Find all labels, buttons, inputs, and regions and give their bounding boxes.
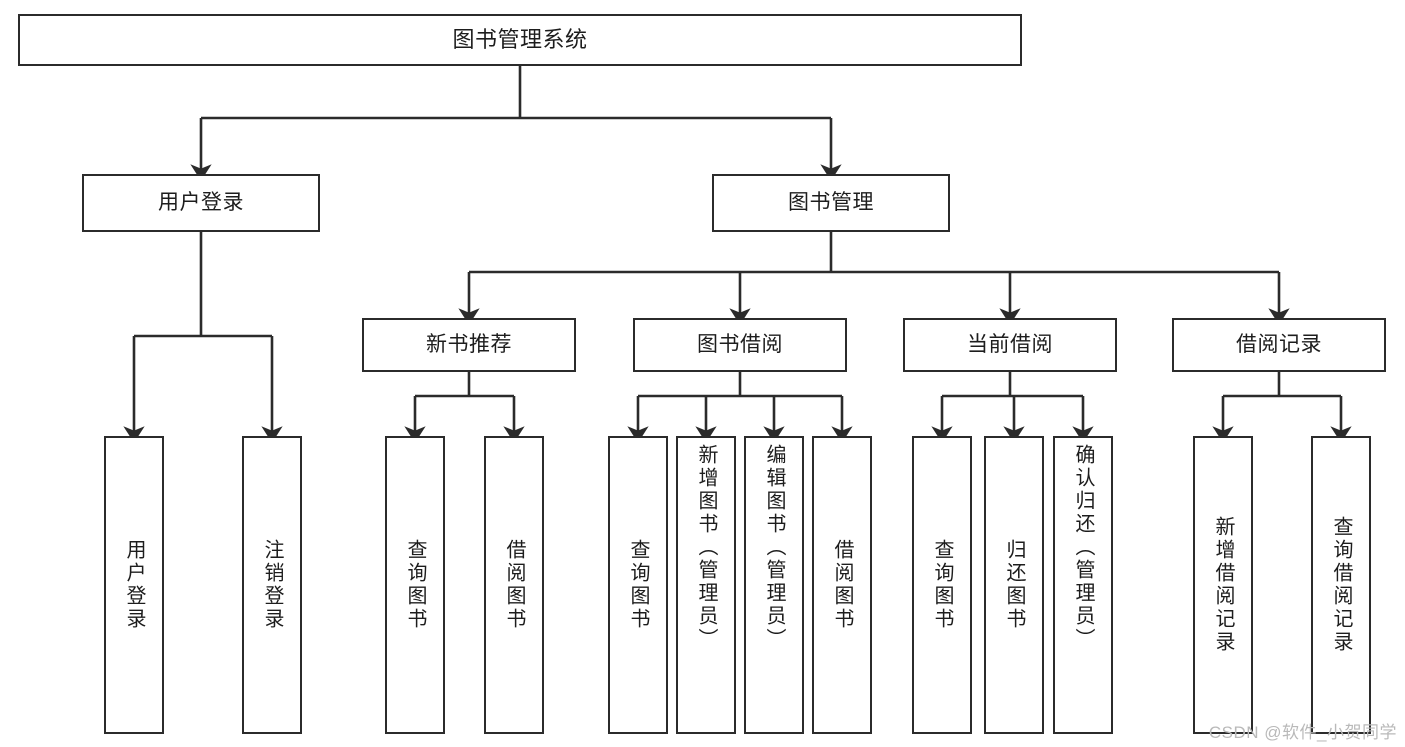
- node-new-book-rec[interactable]: 新书推荐: [362, 318, 576, 372]
- node-label-leaf-logout: 注销登录: [261, 539, 283, 631]
- node-label-leaf-query-book-3: 查询图书: [931, 539, 953, 631]
- node-user-login[interactable]: 用户登录: [82, 174, 320, 232]
- node-label-leaf-user-login: 用户登录: [123, 539, 145, 631]
- node-leaf-add-record[interactable]: 新增借阅记录: [1193, 436, 1253, 734]
- node-leaf-query-record[interactable]: 查询借阅记录: [1311, 436, 1371, 734]
- node-label-leaf-add-book: 新增图书（管理员）: [695, 444, 717, 651]
- node-label-book-borrow: 图书借阅: [697, 332, 783, 356]
- node-book-borrow[interactable]: 图书借阅: [633, 318, 847, 372]
- node-leaf-logout[interactable]: 注销登录: [242, 436, 302, 734]
- node-leaf-confirm-return[interactable]: 确认归还（管理员）: [1053, 436, 1113, 734]
- node-book-manage[interactable]: 图书管理: [712, 174, 950, 232]
- node-label-leaf-return-book: 归还图书: [1003, 539, 1025, 631]
- node-label-new-book-rec: 新书推荐: [426, 332, 512, 356]
- node-label-leaf-confirm-return: 确认归还（管理员）: [1072, 444, 1094, 651]
- watermark-text: CSDN @软件_小贺同学: [1208, 723, 1397, 742]
- node-label-leaf-query-book-2: 查询图书: [627, 539, 649, 631]
- node-leaf-user-login[interactable]: 用户登录: [104, 436, 164, 734]
- node-label-user-login: 用户登录: [158, 190, 244, 214]
- edge-group: [123, 66, 1352, 443]
- node-current-borrow[interactable]: 当前借阅: [903, 318, 1117, 372]
- node-leaf-edit-book[interactable]: 编辑图书（管理员）: [744, 436, 804, 734]
- node-leaf-borrow-book-1[interactable]: 借阅图书: [484, 436, 544, 734]
- node-label-book-manage: 图书管理: [788, 190, 874, 214]
- node-label-leaf-edit-book: 编辑图书（管理员）: [763, 444, 785, 651]
- node-label-leaf-add-record: 新增借阅记录: [1212, 516, 1234, 654]
- node-label-leaf-borrow-book-1: 借阅图书: [503, 539, 525, 631]
- node-leaf-borrow-book-2[interactable]: 借阅图书: [812, 436, 872, 734]
- node-label-leaf-borrow-book-2: 借阅图书: [831, 539, 853, 631]
- node-label-root: 图书管理系统: [452, 27, 588, 53]
- node-leaf-query-book-2[interactable]: 查询图书: [608, 436, 668, 734]
- node-leaf-add-book[interactable]: 新增图书（管理员）: [676, 436, 736, 734]
- node-label-leaf-query-book-1: 查询图书: [404, 539, 426, 631]
- node-label-current-borrow: 当前借阅: [967, 332, 1053, 356]
- node-leaf-query-book-1[interactable]: 查询图书: [385, 436, 445, 734]
- node-label-borrow-record: 借阅记录: [1236, 332, 1322, 356]
- node-leaf-query-book-3[interactable]: 查询图书: [912, 436, 972, 734]
- node-root[interactable]: 图书管理系统: [18, 14, 1022, 66]
- node-borrow-record[interactable]: 借阅记录: [1172, 318, 1386, 372]
- node-label-leaf-query-record: 查询借阅记录: [1330, 516, 1352, 654]
- node-leaf-return-book[interactable]: 归还图书: [984, 436, 1044, 734]
